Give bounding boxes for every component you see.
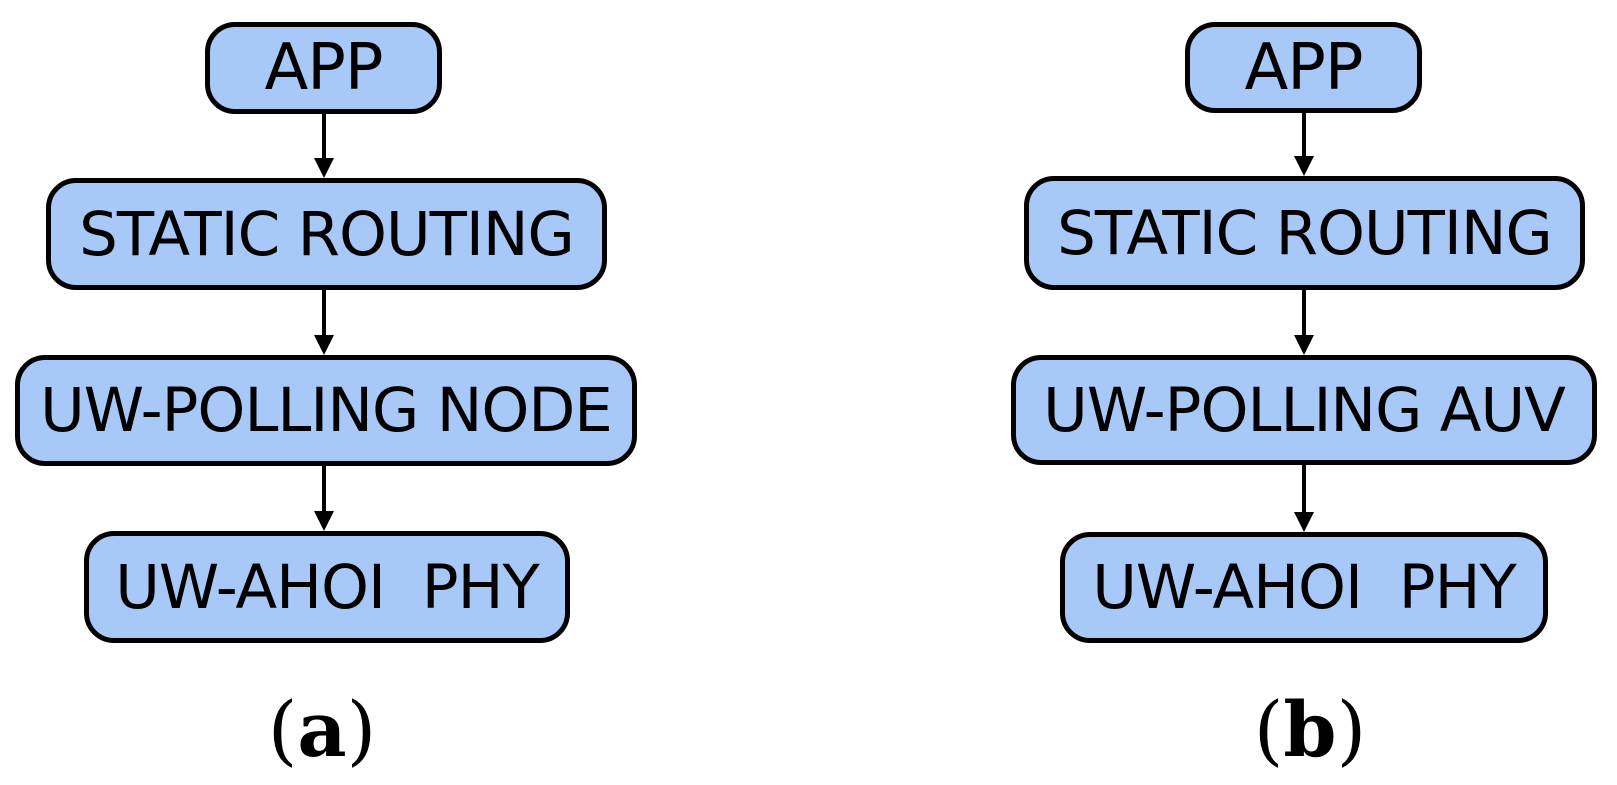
caption-b-open: ( <box>1253 685 1284 774</box>
arrow-down-icon <box>322 290 326 337</box>
arrow-down-icon <box>1294 512 1314 532</box>
caption-a-close: ) <box>346 685 377 774</box>
arrow-down-icon <box>322 466 326 513</box>
caption-a: (a) <box>172 692 472 768</box>
box-app-a: APP <box>205 22 442 114</box>
caption-b: (b) <box>1160 692 1460 768</box>
caption-b-letter: b <box>1283 685 1337 774</box>
arrow-down-icon <box>314 511 334 531</box>
box-static-routing-a: STATIC ROUTING <box>46 178 607 290</box>
arrow-down-icon <box>1302 112 1306 158</box>
arrow-down-icon <box>1294 335 1314 355</box>
box-uw-ahoi-phy-a: UW-AHOI PHY <box>84 531 570 643</box>
caption-a-letter: a <box>297 685 347 774</box>
box-app-b: APP <box>1185 22 1422 113</box>
arrow-down-icon <box>1294 156 1314 176</box>
arrow-down-icon <box>314 158 334 178</box>
box-static-routing-b: STATIC ROUTING <box>1024 176 1585 290</box>
arrow-down-icon <box>314 335 334 355</box>
box-uw-ahoi-phy-b: UW-AHOI PHY <box>1060 532 1548 643</box>
box-uw-polling-node-a: UW-POLLING NODE <box>15 355 637 466</box>
arrow-down-icon <box>1302 290 1306 337</box>
caption-a-open: ( <box>267 685 298 774</box>
box-uw-polling-auv-b: UW-POLLING AUV <box>1011 355 1597 465</box>
arrow-down-icon <box>322 112 326 160</box>
arrow-down-icon <box>1302 465 1306 514</box>
caption-b-close: ) <box>1336 685 1367 774</box>
